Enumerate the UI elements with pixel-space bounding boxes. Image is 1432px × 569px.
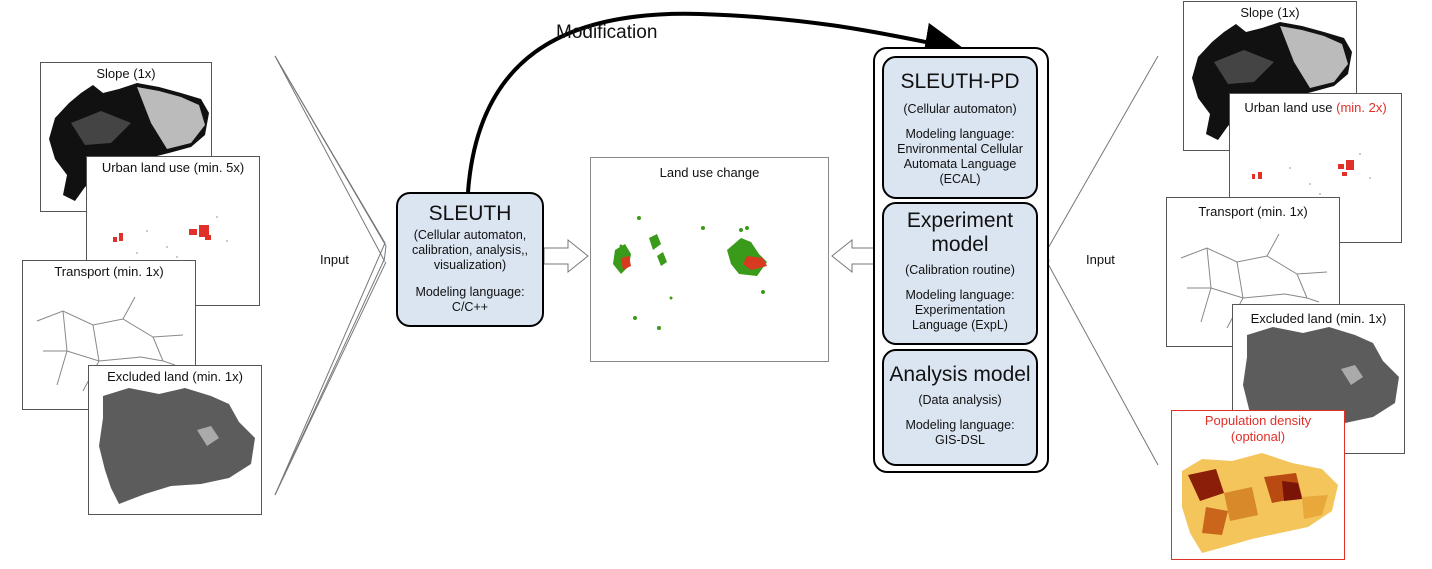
sleuth-description: (Cellular automaton, calibration, analys… <box>411 228 529 272</box>
experiment-model-language-label: Modeling language: <box>905 288 1015 302</box>
left-transport-title: Transport (min. 1x) <box>54 264 164 279</box>
right-urban-map-image <box>1252 153 1371 195</box>
right-transport-map-image <box>1180 233 1328 329</box>
right-population-note: (optional) <box>1230 429 1286 444</box>
sleuth-to-output-arrow <box>543 238 589 274</box>
sleuthpd-to-output-arrow <box>831 238 877 274</box>
experiment-model-description: (Calibration routine) <box>905 263 1015 277</box>
sleuth-title: SLEUTH <box>428 202 512 225</box>
left-input-funnel-outline <box>274 55 387 496</box>
analysis-model-language-label: Modeling language: <box>905 418 1015 432</box>
sleuth-pd-title: SLEUTH-PD <box>900 70 1020 93</box>
sleuth-language-label: Modeling language: <box>415 285 525 299</box>
excluded-map-image <box>99 388 255 504</box>
right-urban-title-prefix: Urban land use <box>1244 100 1333 115</box>
modification-label: Modification <box>556 22 658 43</box>
left-slope-title: Slope (1x) <box>96 66 156 81</box>
right-urban-title-highlight: (min. 2x) <box>1336 100 1387 115</box>
analysis-model-description: (Data analysis) <box>918 393 1002 407</box>
left-urban-title: Urban land use (min. 5x) <box>101 160 245 175</box>
right-transport-title: Transport (min. 1x) <box>1198 204 1308 219</box>
right-population-card: Population density (optional) <box>1171 410 1345 560</box>
urban-map-image <box>113 216 228 258</box>
analysis-model-box: Analysis model (Data analysis) Modeling … <box>882 349 1038 466</box>
modification-arrow <box>466 11 965 193</box>
experiment-model-box: Experiment model (Calibration routine) M… <box>882 202 1038 345</box>
analysis-model-title: Analysis model <box>889 363 1031 386</box>
land-use-change-map <box>613 216 767 330</box>
population-density-map-image <box>1182 453 1338 553</box>
left-excluded-card: Excluded land (min. 1x) <box>88 365 262 515</box>
sleuth-box: SLEUTH (Cellular automaton, calibration,… <box>396 192 544 327</box>
right-urban-title: Urban land use (min. 2x) <box>1230 100 1401 116</box>
sleuth-pd-language-label: Modeling language: <box>905 127 1015 141</box>
experiment-model-title: Experiment model <box>906 209 1014 256</box>
right-excluded-title: Excluded land (min. 1x) <box>1250 311 1387 326</box>
right-slope-title: Slope (1x) <box>1240 5 1300 20</box>
right-input-label: Input <box>1086 252 1115 267</box>
land-use-change-card: Land use change <box>590 157 829 362</box>
right-population-title: Population density <box>1204 413 1312 428</box>
transport-map-image <box>36 296 184 392</box>
sleuth-pd-box: SLEUTH-PD (Cellular automaton) Modeling … <box>882 56 1038 199</box>
left-input-funnel <box>274 55 386 496</box>
left-input-label: Input <box>320 252 349 267</box>
sleuth-pd-language: Environmental Cellular Automata Language… <box>897 142 1023 186</box>
sleuth-language: C/C++ <box>451 300 489 314</box>
left-excluded-title: Excluded land (min. 1x) <box>107 369 243 384</box>
sleuth-pd-description: (Cellular automaton) <box>903 102 1017 116</box>
land-use-change-title: Land use change <box>659 165 760 180</box>
analysis-model-language: GIS-DSL <box>934 433 985 447</box>
experiment-model-language: Experimentation Language (ExpL) <box>912 303 1008 332</box>
